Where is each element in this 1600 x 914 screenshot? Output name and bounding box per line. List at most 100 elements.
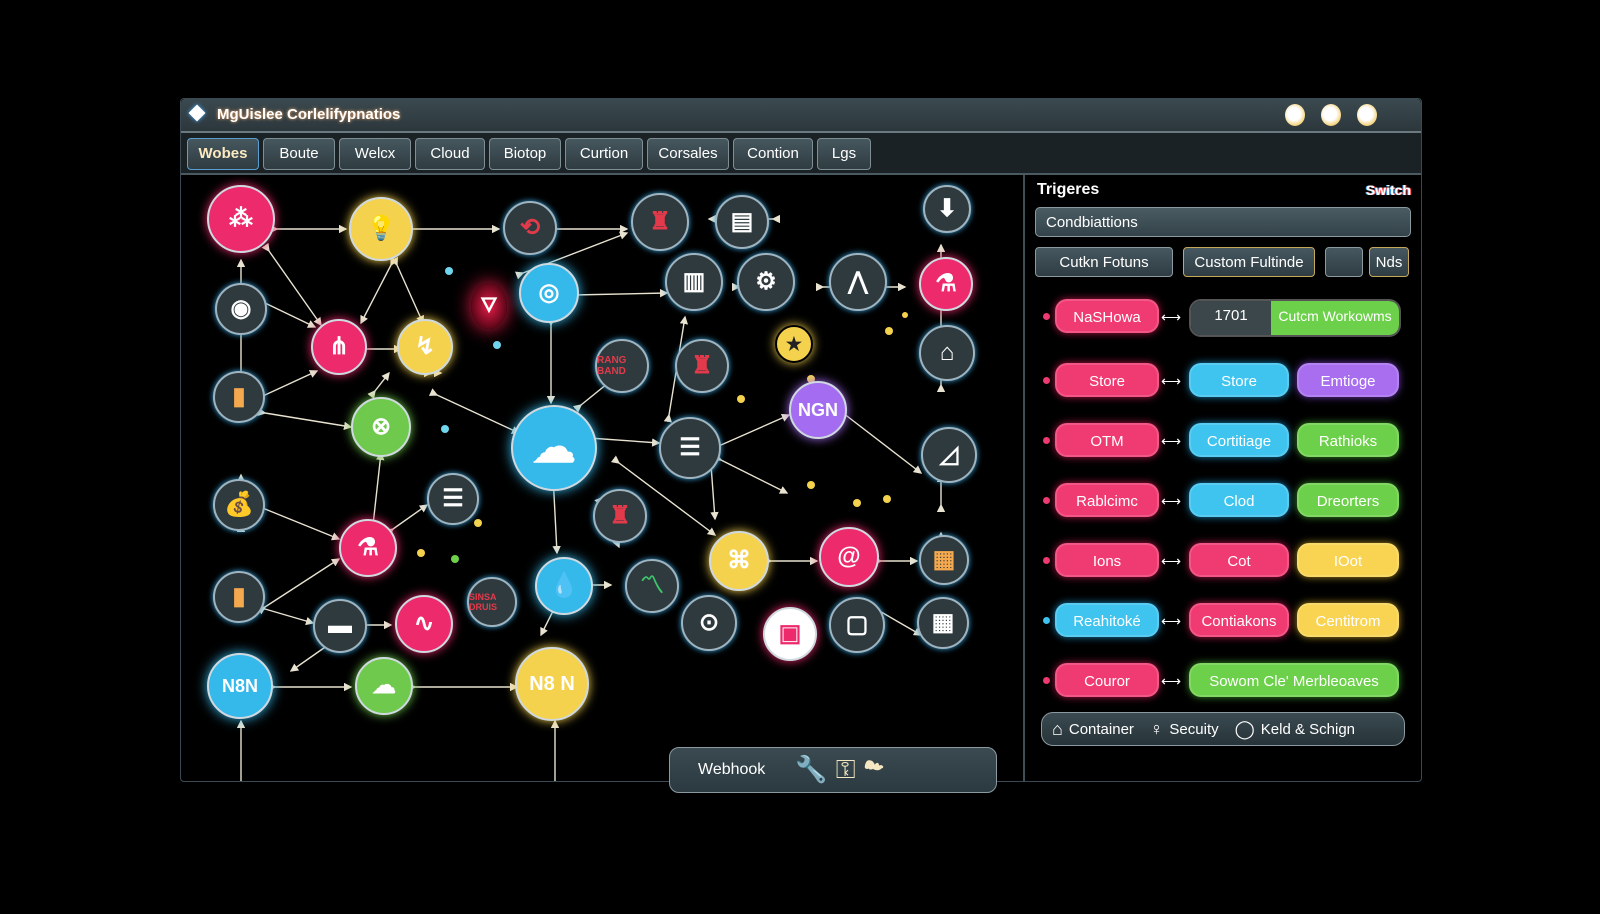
- status-dot: [1043, 557, 1050, 564]
- node-sinsa-druis[interactable]: SINSA DRUIS: [467, 577, 517, 627]
- action-pill[interactable]: Cortitiage: [1189, 423, 1289, 457]
- node-star[interactable]: ★: [775, 325, 813, 363]
- custom-functions-button[interactable]: Cutkn Fotuns: [1035, 247, 1173, 277]
- compass-icon: ⋀: [848, 268, 868, 295]
- minimize-button[interactable]: [1285, 104, 1305, 126]
- node-bar-chart-2[interactable]: ▮: [213, 571, 265, 623]
- node-chart-building[interactable]: ▥: [665, 253, 723, 311]
- node-swirl[interactable]: @: [819, 527, 879, 587]
- node-drop-red[interactable]: 🜄: [471, 283, 507, 329]
- key-icon[interactable]: ⚿: [835, 754, 864, 784]
- maximize-button[interactable]: [1321, 104, 1341, 126]
- blank-button[interactable]: [1325, 247, 1363, 277]
- tab-corsales[interactable]: Corsales: [647, 138, 729, 170]
- close-button[interactable]: [1357, 104, 1377, 126]
- trigger-pill[interactable]: Store: [1055, 363, 1159, 397]
- node-robot[interactable]: ⊙: [681, 595, 737, 651]
- node-network[interactable]: ⌘: [709, 531, 769, 591]
- node-rang-band[interactable]: RANG BAND: [595, 339, 649, 393]
- node-pan[interactable]: ◎: [519, 263, 579, 323]
- webhook-toolbar[interactable]: Webhook 🔧⚿☁: [669, 747, 997, 793]
- node-gear[interactable]: ⚙: [737, 253, 795, 311]
- action-pill[interactable]: Cot: [1189, 543, 1289, 577]
- workflow-canvas[interactable]: ⁂ 💡 ⟲ ♜ ▤ ⬇ ◉ ⋔ 🜄 ◎ ▥ ⚙ ⋀ ⚗ ▮ ↯ RANG BAN…: [181, 175, 1025, 793]
- node-browser-close[interactable]: ⊗: [351, 397, 411, 457]
- node-bar-chart-1[interactable]: ▮: [213, 371, 265, 423]
- node-users[interactable]: ⁂: [207, 185, 275, 253]
- trigger-pill[interactable]: Reahitoké: [1055, 603, 1159, 637]
- node-keypad[interactable]: ▦: [917, 597, 969, 649]
- node-cloud-main[interactable]: ☁: [511, 405, 597, 491]
- security-button[interactable]: ♀Secuity: [1150, 719, 1219, 740]
- nodes-button[interactable]: Nds: [1369, 247, 1409, 277]
- node-document[interactable]: ▤: [715, 195, 769, 249]
- wrench-icon[interactable]: 🔧: [795, 754, 836, 784]
- node-robot-arm[interactable]: ↯: [397, 319, 453, 375]
- node-flask-1[interactable]: ⚗: [919, 257, 973, 311]
- node-path[interactable]: ∿: [395, 595, 453, 653]
- node-list-2[interactable]: ☰: [427, 473, 479, 525]
- node-list-1[interactable]: ☰: [659, 417, 721, 479]
- node-flask-2[interactable]: ⚗: [339, 519, 397, 577]
- triangle-icon: ◿: [939, 441, 959, 468]
- node-chess-3[interactable]: ♜: [593, 489, 647, 543]
- node-ngn[interactable]: NGN: [789, 381, 847, 439]
- trigger-pill[interactable]: Ions: [1055, 543, 1159, 577]
- target-pill[interactable]: Rathioks: [1297, 423, 1399, 457]
- target-pill[interactable]: Emtioge: [1297, 363, 1399, 397]
- container-button[interactable]: ⌂Container: [1052, 719, 1134, 740]
- tab-cloud[interactable]: Cloud: [415, 138, 485, 170]
- node-cloud-green[interactable]: ☁: [355, 657, 413, 715]
- conditions-bar[interactable]: Condbiattions: [1035, 207, 1411, 237]
- action-pill[interactable]: Clod: [1189, 483, 1289, 517]
- custom-fultinde-button[interactable]: Custom Fultinde: [1183, 247, 1315, 277]
- action-pill[interactable]: Contiakons: [1189, 603, 1289, 637]
- node-blob[interactable]: ◉: [215, 283, 267, 335]
- node-display[interactable]: ▣: [763, 607, 817, 661]
- workflow-split-pill[interactable]: 1701 Cutcm Workowms: [1189, 299, 1401, 337]
- node-monitor[interactable]: ▢: [829, 597, 885, 653]
- node-download[interactable]: ⬇: [923, 185, 971, 233]
- trigger-pill[interactable]: Rablcimc: [1055, 483, 1159, 517]
- tab-wobes[interactable]: Wobes: [187, 138, 259, 170]
- link-arrow-icon: ⟷: [1161, 309, 1182, 325]
- target-pill[interactable]: Centitrom: [1297, 603, 1399, 637]
- node-share[interactable]: ⋔: [311, 319, 367, 375]
- target-pill[interactable]: IOot: [1297, 543, 1399, 577]
- tab-contion[interactable]: Contion: [733, 138, 813, 170]
- tab-welcx[interactable]: Welcx: [339, 138, 411, 170]
- keld-schign-label: Keld & Schign: [1260, 720, 1356, 738]
- node-chess-1[interactable]: ♜: [631, 193, 689, 251]
- tab-curtion[interactable]: Curtion: [565, 138, 643, 170]
- node-chess-2[interactable]: ♜: [675, 339, 729, 393]
- flask-icon: ⚗: [357, 534, 379, 561]
- container-label: Container: [1068, 720, 1134, 738]
- node-lightbulb[interactable]: 💡: [349, 197, 413, 261]
- tab-boute[interactable]: Boute: [263, 138, 335, 170]
- node-factory[interactable]: ⌂: [919, 325, 975, 381]
- node-triangle[interactable]: ◿: [921, 427, 977, 483]
- keld-schign-button[interactable]: ◯Keld & Schign: [1235, 719, 1355, 740]
- switch-toggle[interactable]: Switch: [1365, 182, 1411, 198]
- action-pill[interactable]: Store: [1189, 363, 1289, 397]
- node-drop-blue[interactable]: 💧: [535, 557, 593, 615]
- node-moneybag[interactable]: 💰: [213, 479, 265, 531]
- cloud-connect-icon[interactable]: ☁: [863, 754, 893, 784]
- node-storage[interactable]: ▦: [919, 535, 969, 585]
- security-icon: ♀: [1149, 718, 1164, 739]
- factory-icon: ⌂: [939, 339, 955, 366]
- trigger-pill[interactable]: Couror: [1055, 663, 1159, 697]
- workflow-pill[interactable]: Sowom Cle' Merbleoaves: [1189, 663, 1399, 697]
- tab-logs[interactable]: Lgs: [817, 138, 871, 170]
- trigger-pill[interactable]: NaSHowa: [1055, 299, 1159, 333]
- tab-biotop[interactable]: Biotop: [489, 138, 561, 170]
- node-user-sync[interactable]: ⟲: [503, 201, 557, 255]
- node-n8n-blue[interactable]: N8N: [207, 653, 273, 719]
- node-trend[interactable]: 〽: [625, 559, 679, 613]
- chess-icon: ♜: [691, 352, 713, 379]
- node-compass[interactable]: ⋀: [829, 253, 887, 311]
- target-pill[interactable]: Dreorters: [1297, 483, 1399, 517]
- trigger-pill[interactable]: OTM: [1055, 423, 1159, 457]
- node-bucket[interactable]: ▬: [313, 599, 367, 653]
- node-n8n-yellow[interactable]: N8 N: [515, 647, 589, 721]
